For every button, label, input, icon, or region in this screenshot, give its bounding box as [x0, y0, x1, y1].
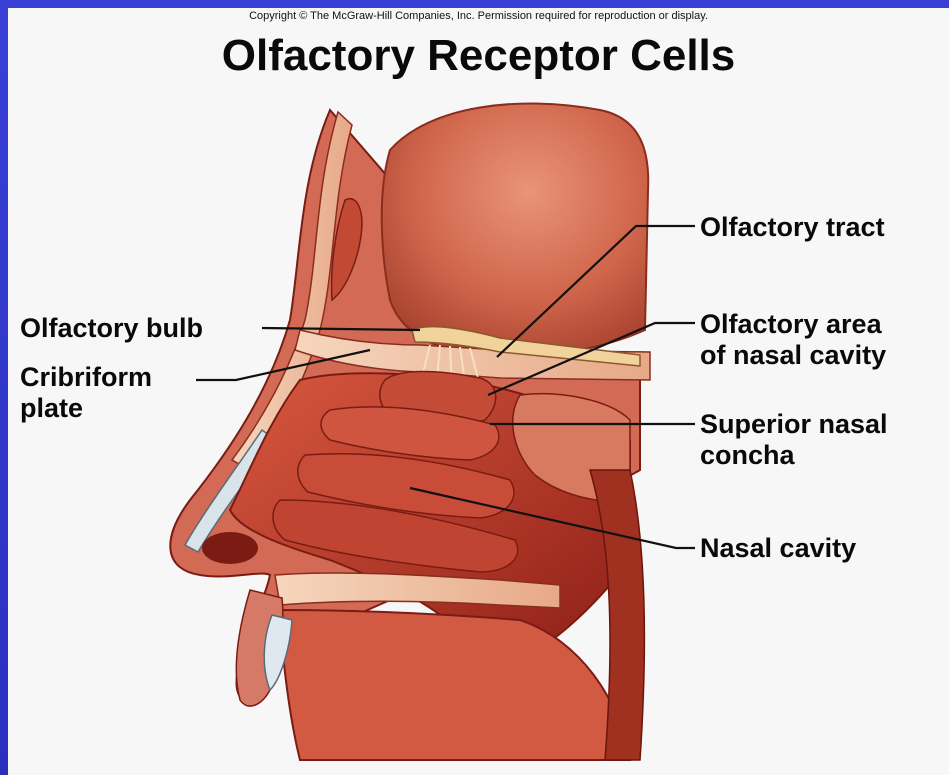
oral-region: [280, 610, 630, 760]
label-olfactory-area: Olfactory area of nasal cavity: [700, 309, 886, 371]
nostril: [202, 532, 258, 564]
label-cribriform-plate: Cribriform plate: [20, 362, 152, 424]
label-olfactory-bulb: Olfactory bulb: [20, 313, 203, 344]
label-nasal-cavity: Nasal cavity: [700, 533, 856, 564]
label-superior-nasal-concha: Superior nasal concha: [700, 409, 888, 471]
label-olfactory-tract: Olfactory tract: [700, 212, 885, 243]
brain: [382, 103, 649, 356]
